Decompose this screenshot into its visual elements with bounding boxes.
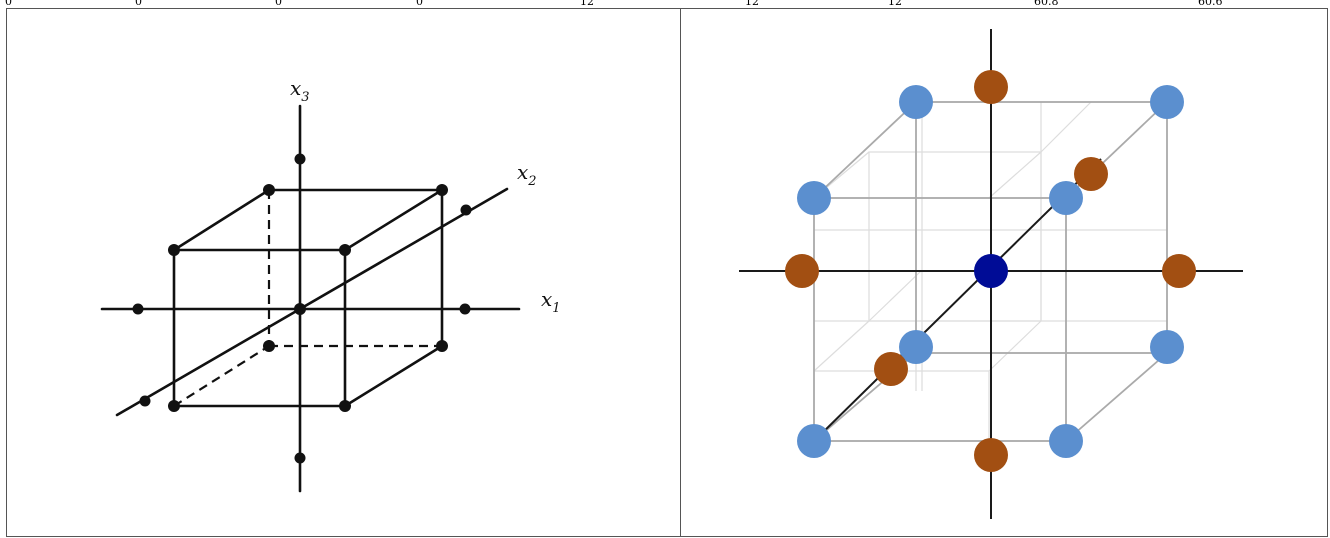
- top-number-row: 0 0 0 0 12 12 12 60.8 60.6: [0, 0, 1330, 10]
- axial-point: [1074, 157, 1108, 191]
- center-point: [294, 303, 306, 315]
- factorial-point: [263, 340, 275, 352]
- top-cell: 0: [5, 0, 12, 8]
- axial-point: [459, 303, 471, 315]
- axial-point: [294, 452, 306, 464]
- top-cell: 0: [275, 0, 282, 8]
- ccd-color-drawing: [739, 29, 1243, 519]
- factorial-point: [436, 340, 448, 352]
- grid-line: [868, 270, 922, 322]
- axial-point: [974, 70, 1008, 104]
- x1-axis-label: x1: [541, 287, 561, 316]
- top-cell: 0: [416, 0, 423, 8]
- axial-point: [1162, 254, 1196, 288]
- cube-edge: [343, 188, 444, 252]
- factorial-point: [797, 181, 831, 215]
- factorial-point: [1049, 424, 1083, 458]
- left-panel: x3 x2 x1: [6, 8, 681, 537]
- grid-line: [813, 320, 870, 372]
- cube-front-face: [172, 248, 347, 408]
- cube-back-edges: [267, 188, 444, 348]
- axial-point: [874, 352, 908, 386]
- top-cell: 60.6: [1198, 0, 1223, 8]
- cube-frame: [813, 101, 1168, 442]
- factorial-point: [1049, 181, 1083, 215]
- cube-front-face: [813, 197, 1067, 442]
- factorial-point: [168, 400, 180, 412]
- cube-edge: [172, 188, 271, 252]
- top-cell: 12: [580, 0, 594, 8]
- factorial-point: [263, 184, 275, 196]
- factorial-point: [339, 400, 351, 412]
- ccd-line-drawing: x3 x2 x1: [100, 76, 561, 493]
- grid-line: [1040, 101, 1092, 153]
- factorial-point: [168, 244, 180, 256]
- cube-hidden-edge: [173, 345, 270, 407]
- axial-point: [139, 395, 151, 407]
- factorial-point: [1150, 85, 1184, 119]
- cube-back-face: [915, 101, 1168, 354]
- right-panel: [680, 8, 1328, 537]
- axial-point: [294, 153, 306, 165]
- grid-line: [988, 320, 1042, 372]
- grid-line: [988, 151, 1042, 199]
- center-point: [974, 254, 1008, 288]
- factorial-point: [1150, 330, 1184, 364]
- axial-point: [460, 204, 472, 216]
- top-cell: 0: [135, 0, 142, 8]
- axial-point: [785, 254, 819, 288]
- top-cell: 60.8: [1034, 0, 1059, 8]
- cube-edge: [813, 101, 917, 199]
- top-cell: 12: [888, 0, 902, 8]
- axial-point: [132, 303, 144, 315]
- axial-point: [974, 438, 1008, 472]
- cube-edge: [1065, 352, 1168, 442]
- x3-axis-label: x3: [290, 76, 310, 105]
- cube-edge: [343, 344, 444, 408]
- factorial-point: [899, 85, 933, 119]
- factorial-point: [436, 184, 448, 196]
- factorial-point: [339, 244, 351, 256]
- x2-axis-label: x2: [517, 160, 537, 189]
- factorial-point: [797, 424, 831, 458]
- x2-axis: [115, 187, 509, 417]
- top-cell: 12: [745, 0, 759, 8]
- factorial-point: [899, 330, 933, 364]
